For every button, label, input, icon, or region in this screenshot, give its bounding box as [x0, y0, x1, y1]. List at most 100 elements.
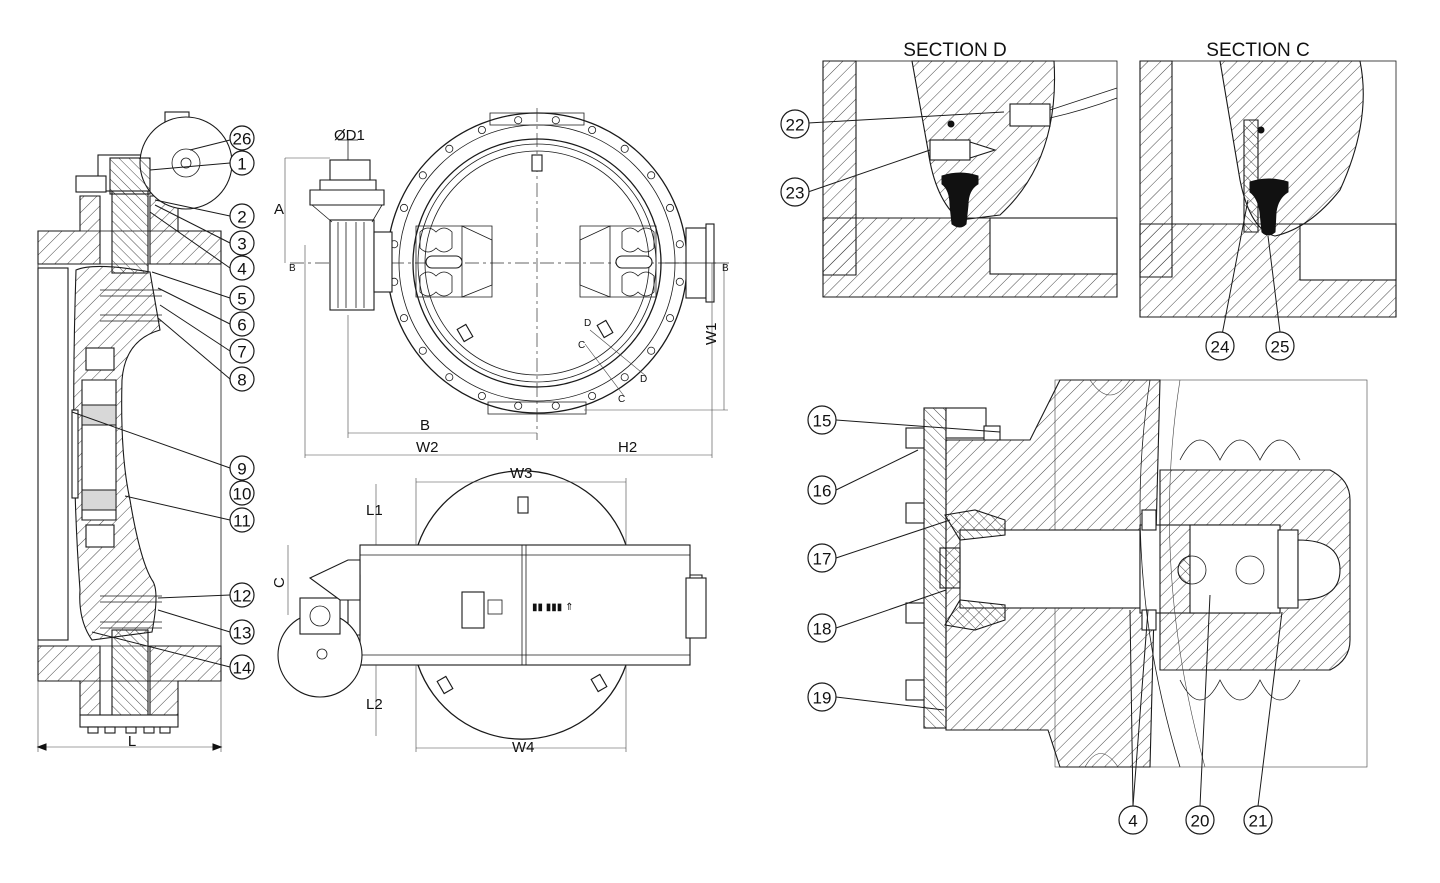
balloon-14: 14	[229, 654, 255, 680]
svg-text:9: 9	[237, 460, 246, 479]
svg-text:4: 4	[1128, 812, 1137, 831]
balloon-11: 11	[229, 507, 255, 533]
flange-bolt-hole	[675, 277, 684, 286]
dim-H2-label: H2	[618, 439, 637, 456]
flange-bolt-hole	[399, 203, 408, 212]
balloon-24: 24	[1205, 331, 1235, 361]
balloon-18: 18	[807, 613, 837, 643]
svg-text:8: 8	[237, 371, 246, 390]
section-mark-B-right: B	[722, 263, 729, 274]
balloon-5: 5	[229, 285, 255, 311]
section-c-title: SECTION C	[1206, 40, 1309, 61]
front-view: B B D D C C A ØD1 B W2 H2 W1	[274, 108, 730, 458]
dim-L1-label: L1	[366, 502, 383, 519]
balloon-8: 8	[229, 366, 255, 392]
balloon-4: 4	[229, 255, 255, 281]
balloon-6: 6	[229, 311, 255, 337]
flange-bolt-hole	[666, 203, 675, 212]
section-d-detail: SECTION D	[807, 40, 1118, 298]
section-c-detail: SECTION C	[1139, 40, 1397, 336]
flange-bolt-hole	[477, 391, 486, 400]
balloon-26: 26	[229, 125, 255, 151]
svg-text:11: 11	[233, 512, 251, 531]
balloon-9: 9	[229, 455, 255, 481]
dim-W4-label: W4	[512, 739, 535, 756]
balloon-16: 16	[807, 475, 837, 505]
svg-text:19: 19	[813, 689, 832, 708]
side-view-balloons: 26 1 2 3 4 5 6 7 8 9 10 11 12 13 14	[229, 125, 255, 680]
balloon-1: 1	[229, 150, 255, 176]
section-mark-D-top: D	[584, 318, 591, 329]
flange-bolt-hole	[588, 391, 597, 400]
dim-B-label: B	[420, 417, 430, 434]
svg-text:4: 4	[237, 260, 246, 279]
flange-bolt-hole	[418, 171, 427, 180]
flange-bolt-hole	[551, 401, 560, 410]
flange-bolt-hole	[551, 116, 560, 125]
dim-A-label: A	[274, 201, 284, 218]
svg-text:15: 15	[813, 412, 832, 431]
section-d-balloons: 22 23	[780, 109, 810, 207]
dim-L-label: L	[128, 733, 136, 750]
balloon-4-detail: 4	[1118, 805, 1148, 835]
svg-text:23: 23	[786, 184, 805, 203]
balloon-10: 10	[229, 480, 255, 506]
svg-text:5: 5	[237, 290, 246, 309]
flange-bolt-hole	[418, 346, 427, 355]
flange-bolt-hole	[588, 126, 597, 135]
flange-bolt-hole	[514, 116, 523, 125]
flange-bolt-hole	[675, 240, 684, 249]
dim-C-label: C	[271, 577, 288, 588]
svg-text:3: 3	[237, 235, 246, 254]
shaft-detail	[835, 379, 1368, 807]
balloon-3: 3	[229, 230, 255, 256]
svg-text:7: 7	[237, 343, 246, 362]
svg-text:22: 22	[786, 116, 805, 135]
balloon-7: 7	[229, 338, 255, 364]
dim-W3-label: W3	[510, 465, 533, 482]
section-mark-D-bottom: D	[640, 374, 647, 385]
side-section-view: L	[36, 111, 233, 752]
balloon-21: 21	[1243, 805, 1273, 835]
balloon-12: 12	[229, 582, 255, 608]
svg-text:14: 14	[233, 659, 252, 678]
dim-W1-label: W1	[703, 323, 720, 346]
balloon-15: 15	[807, 405, 837, 435]
svg-text:2: 2	[237, 208, 246, 227]
section-mark-C-top: C	[578, 340, 585, 351]
balloon-25: 25	[1265, 331, 1295, 361]
svg-text:13: 13	[233, 624, 252, 643]
flange-bolt-hole	[514, 401, 523, 410]
svg-text:1: 1	[237, 155, 246, 174]
balloon-17: 17	[807, 543, 837, 573]
svg-text:24: 24	[1211, 338, 1230, 357]
dim-W2-label: W2	[416, 439, 439, 456]
svg-text:21: 21	[1249, 812, 1268, 831]
section-d-title: SECTION D	[903, 40, 1006, 61]
svg-text:10: 10	[233, 485, 252, 504]
flange-bolt-hole	[445, 144, 454, 153]
flange-bolt-hole	[445, 373, 454, 382]
side-view-leaders	[71, 139, 231, 668]
svg-text:20: 20	[1191, 812, 1210, 831]
svg-text:16: 16	[813, 482, 832, 501]
svg-text:18: 18	[813, 620, 832, 639]
svg-text:26: 26	[233, 130, 252, 149]
shaft-detail-balloons: 15 16 17 18 19 4 20 21	[807, 405, 1273, 835]
balloon-22: 22	[780, 109, 810, 139]
svg-text:6: 6	[237, 316, 246, 335]
balloon-23: 23	[780, 177, 810, 207]
top-view: ▮▮ ▮▮▮ ⇑ W3 W4 L1 L2 C	[271, 465, 707, 756]
flange-bolt-hole	[620, 144, 629, 153]
flange-bolt-hole	[647, 346, 656, 355]
dim-D1-label: ØD1	[334, 127, 365, 144]
balloon-20: 20	[1185, 805, 1215, 835]
flange-bolt-hole	[647, 171, 656, 180]
section-mark-B-left: B	[289, 263, 296, 274]
nameplate-mark: ▮▮ ▮▮▮ ⇑	[532, 602, 573, 613]
flange-bolt-hole	[666, 314, 675, 323]
balloon-19: 19	[807, 682, 837, 712]
flange-bolt-hole	[477, 126, 486, 135]
section-mark-C-bottom: C	[618, 394, 625, 405]
